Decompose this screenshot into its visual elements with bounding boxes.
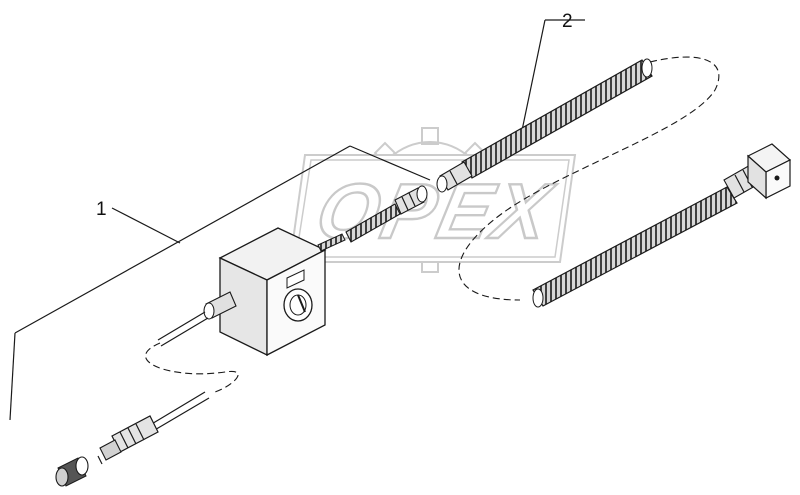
inline-connector	[345, 185, 428, 243]
probe-sensor	[97, 391, 210, 465]
callout-2-label: 2	[562, 11, 573, 32]
plug-connector	[746, 143, 792, 200]
watermark-text: OPEX	[309, 168, 561, 255]
hose-upper	[436, 58, 653, 193]
callout-1-label: 1	[96, 199, 107, 220]
sensor-cable	[145, 311, 239, 393]
probe-cap	[55, 456, 89, 487]
box-cable-gland	[203, 291, 237, 320]
callout-2-leader	[519, 19, 585, 141]
hose-link-dashed	[458, 56, 720, 301]
callout-1-leader	[9, 145, 431, 421]
knob-icon	[283, 288, 313, 322]
box-label-plate	[286, 269, 305, 289]
control-box	[203, 227, 346, 357]
watermark-logo: OPEX	[288, 127, 577, 273]
